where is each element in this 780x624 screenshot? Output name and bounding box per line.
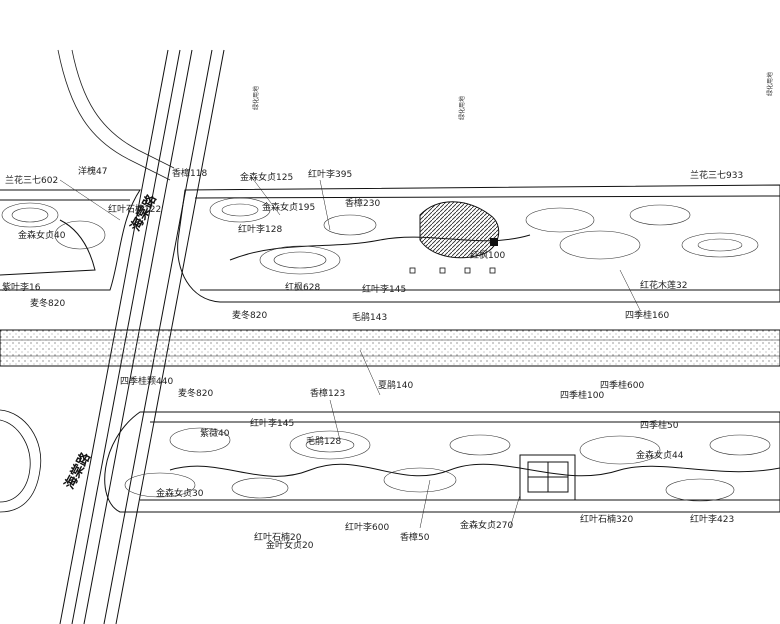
median-strip bbox=[0, 329, 780, 367]
paved-plaza-upper bbox=[419, 201, 500, 259]
plant-label-bottom-14: 红叶李423 bbox=[690, 513, 734, 525]
plant-label-bottom-5: 红叶李145 bbox=[250, 417, 294, 429]
plant-label-bottom-13: 金森女贞44 bbox=[636, 449, 684, 461]
plant-label-bottom-17: 红叶石楠320 bbox=[580, 513, 633, 525]
plant-label-bottom-3: 四季桂100 bbox=[560, 389, 604, 401]
landuse-labels-vertical: 绿化用地绿化用地绿化用地 bbox=[252, 72, 774, 120]
plant-label-top-0: 兰花三七602 bbox=[5, 174, 58, 186]
plant-label-bottom-9: 红叶李600 bbox=[345, 521, 389, 533]
plant-label-top-2: 金森女贞40 bbox=[18, 229, 66, 241]
plant-label-bottom-2: 香樟123 bbox=[310, 387, 345, 399]
plant-label-top-9: 金森女贞195 bbox=[262, 201, 315, 213]
landuse-label-0: 绿化用地 bbox=[252, 86, 260, 110]
plant-label-top-11: 红叶李128 bbox=[238, 223, 282, 235]
plant-label-top-15: 麦冬820 bbox=[232, 309, 267, 321]
plant-label-top-14: 毛鹃143 bbox=[352, 311, 387, 323]
bench-markers bbox=[409, 267, 496, 274]
contour-lines-upper bbox=[1, 197, 759, 275]
plant-label-top-12: 红枫628 bbox=[285, 281, 320, 293]
plant-label-top-7: 金森女贞125 bbox=[240, 171, 293, 183]
plant-label-top-13: 红叶李145 bbox=[362, 283, 406, 295]
plant-label-bottom-7: 红叶石楠20 bbox=[254, 531, 302, 543]
plant-label-median-0: 夏鹃140 bbox=[378, 379, 413, 391]
plant-label-bottom-15: 紫薇40 bbox=[200, 427, 230, 439]
plant-label-top-6: 香樟118 bbox=[172, 167, 207, 179]
plant-label-bottom-1: 麦冬820 bbox=[178, 387, 213, 399]
plant-label-top-19: 红花木莲32 bbox=[640, 279, 687, 291]
plant-label-bottom-16: 毛鹃128 bbox=[306, 435, 341, 447]
leader-lines bbox=[59, 174, 641, 529]
pavilion-structure bbox=[519, 454, 576, 501]
landuse-label-1: 绿化用地 bbox=[458, 96, 466, 120]
curved-road bbox=[57, 49, 175, 181]
plant-label-top-16: 红枫100 bbox=[470, 249, 505, 261]
plant-label-bottom-12: 四季桂50 bbox=[640, 419, 679, 431]
plant-labels-top: 兰花三七602 洋槐47 金森女贞40 红叶石楠122 麦冬820 紫叶李16 香樟118 金… bbox=[2, 165, 743, 323]
plant-label-top-1: 洋槐47 bbox=[78, 165, 107, 177]
upper-left-block bbox=[0, 189, 141, 291]
landuse-label-2: 绿化用地 bbox=[766, 72, 774, 96]
lower-green-belt bbox=[104, 411, 780, 513]
plant-label-bottom-10: 香樟50 bbox=[400, 531, 430, 543]
plant-label-bottom-4: 四季桂600 bbox=[600, 379, 644, 391]
roundabout-left bbox=[0, 409, 42, 513]
contour-lines-lower bbox=[124, 427, 771, 502]
plant-label-top-5: 紫叶李16 bbox=[2, 281, 41, 293]
square-marker bbox=[490, 238, 498, 246]
plant-label-top-4: 麦冬820 bbox=[30, 297, 65, 309]
plant-label-top-10: 香樟230 bbox=[345, 197, 380, 209]
plant-label-bottom-6: 金森女贞30 bbox=[156, 487, 204, 499]
plant-label-bottom-0: 四季桂颗440 bbox=[120, 375, 173, 387]
plant-label-top-3: 红叶石楠122 bbox=[108, 203, 161, 215]
plant-label-bottom-11: 金森女贞270 bbox=[460, 519, 513, 531]
plant-label-top-17: 四季桂160 bbox=[625, 309, 669, 321]
plant-label-top-8: 红叶李395 bbox=[308, 168, 352, 180]
plant-labels-median: 夏鹃140 bbox=[378, 379, 413, 391]
plant-label-bottom-8: 金叶女贞20 bbox=[266, 539, 314, 551]
plant-label-top-18: 兰花三七933 bbox=[690, 169, 743, 181]
